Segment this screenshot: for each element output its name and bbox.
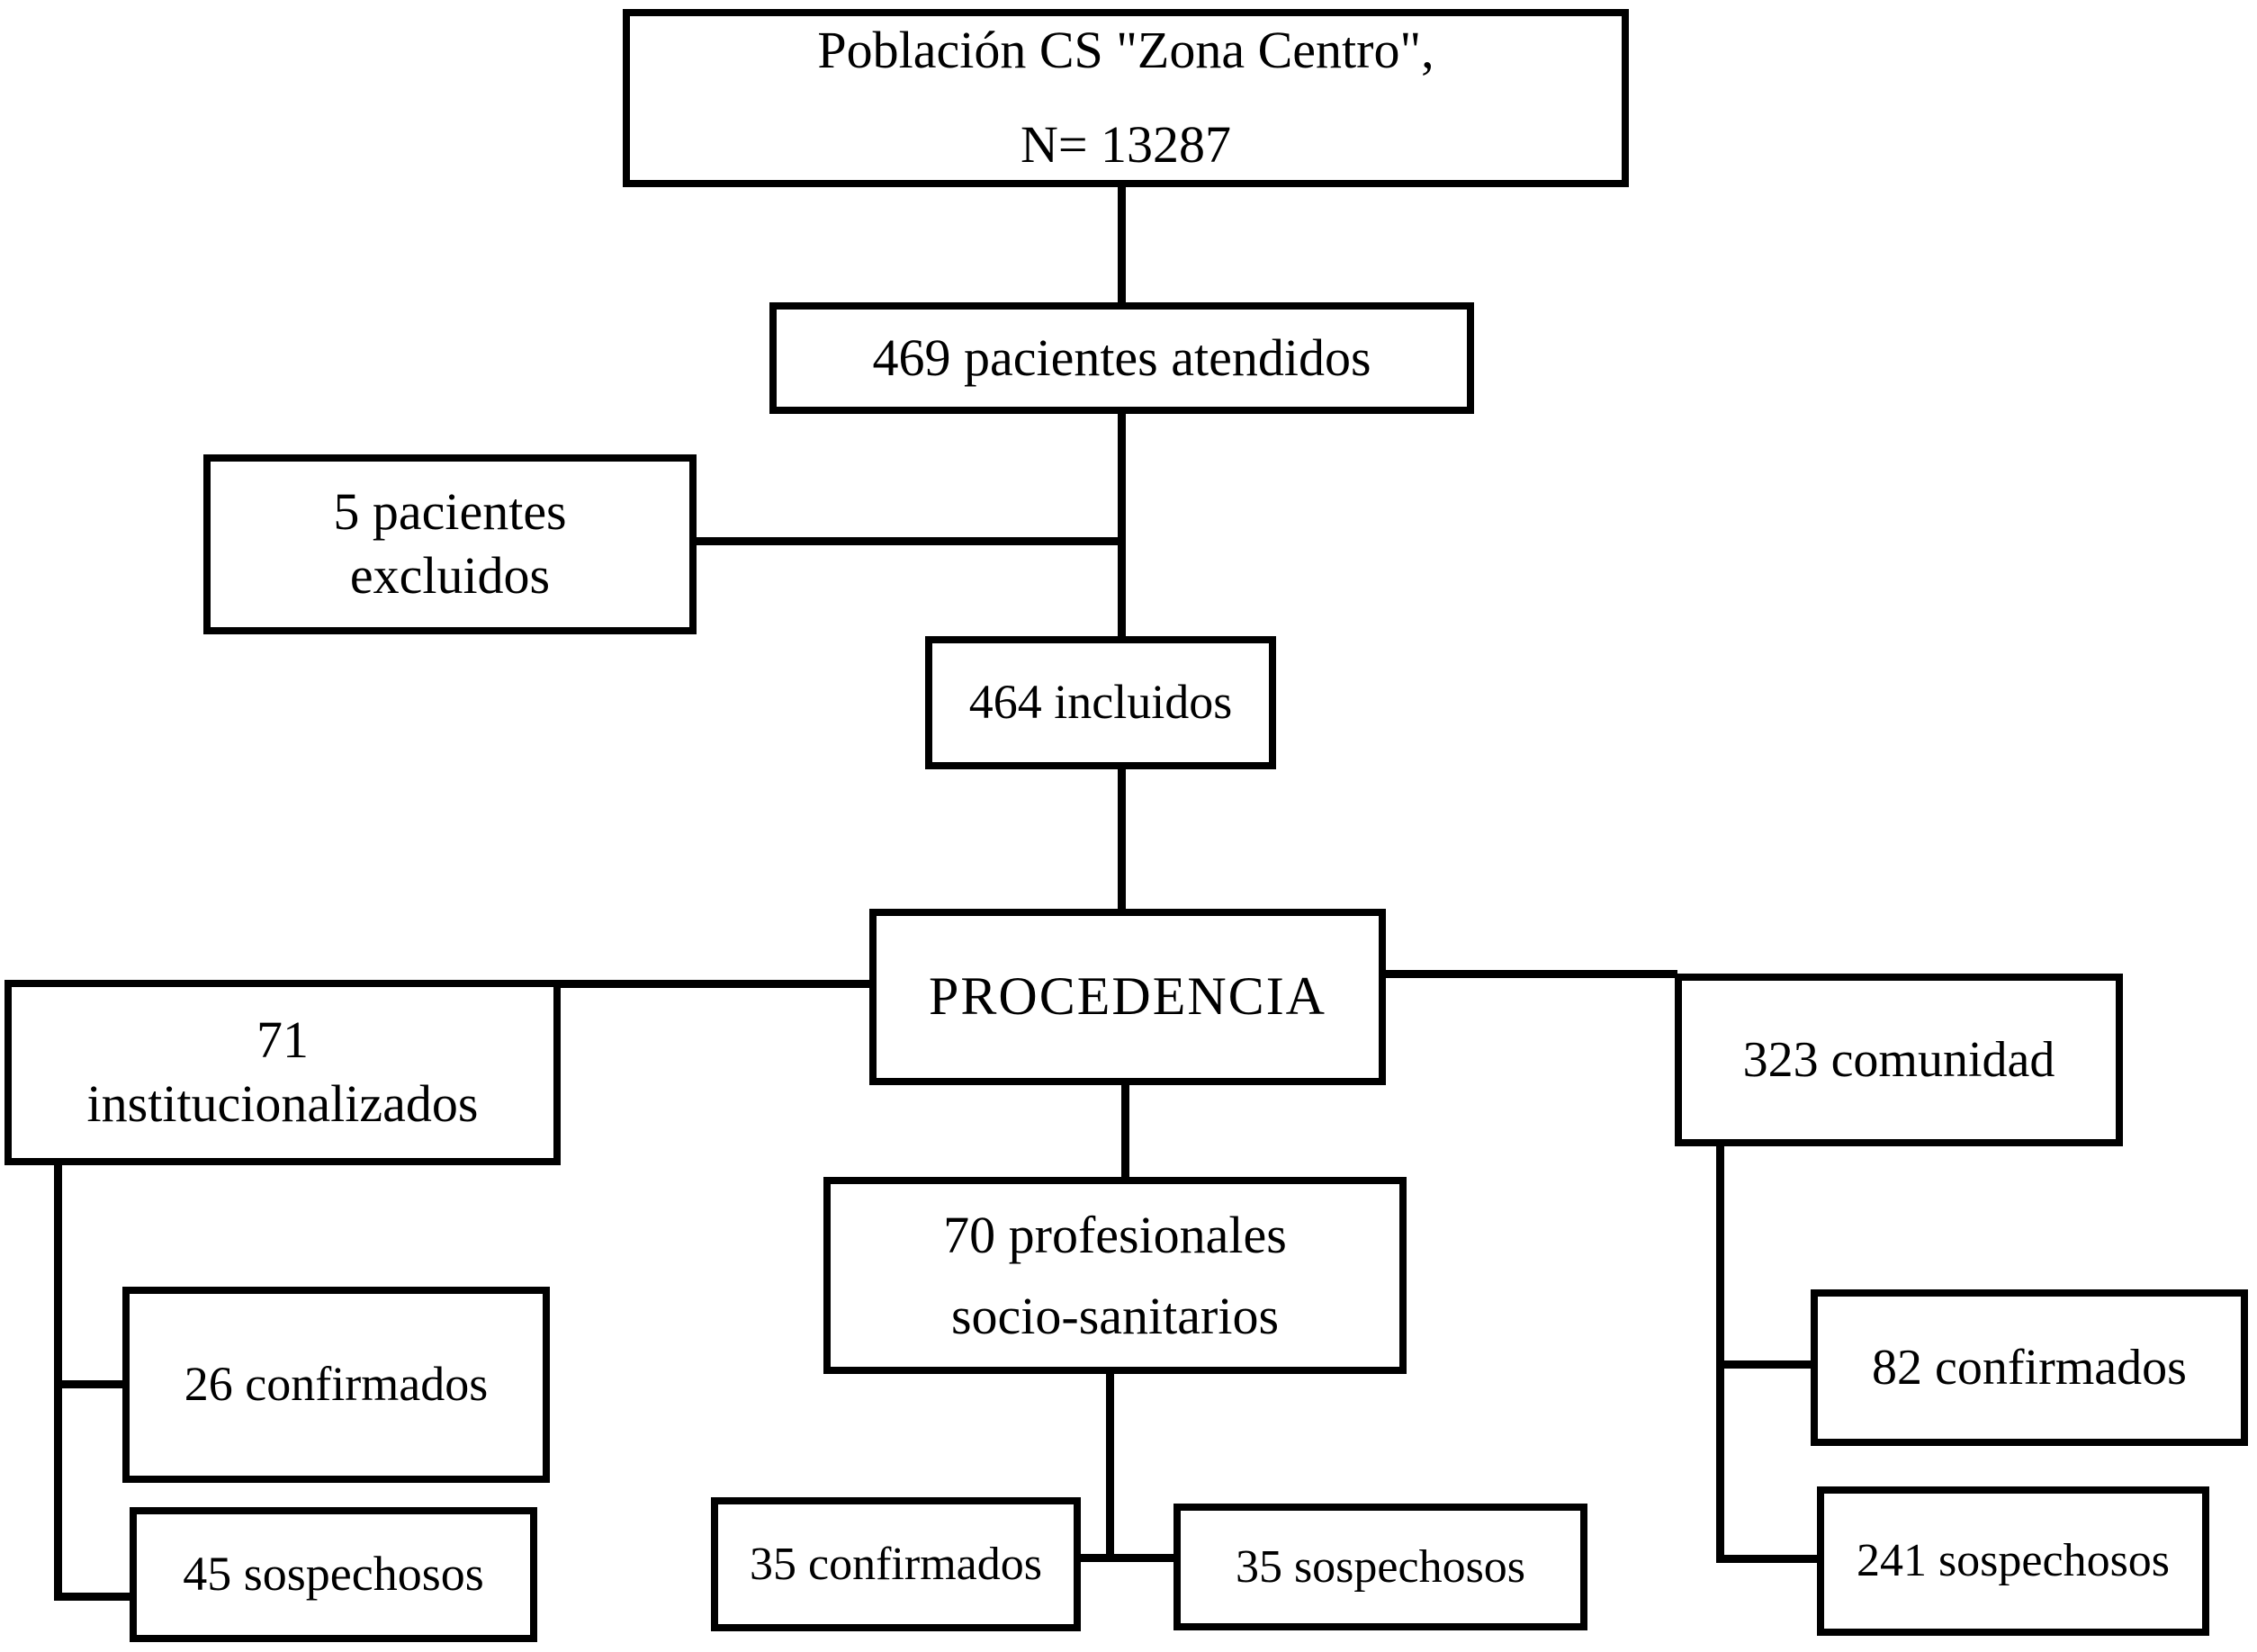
node-community: 323 comunidad (1675, 974, 2123, 1146)
patients-excluded-line2: excluidos (349, 546, 551, 605)
comm-suspected-label: 241 sospechosos (1856, 1535, 2171, 1587)
connector-procedencia-to-institutionalized (558, 980, 871, 988)
connector-stub-comm-confirmed (1716, 1360, 1812, 1369)
connector-attended-to-included (1118, 412, 1126, 638)
procedencia-label: PROCEDENCIA (928, 966, 1327, 1027)
connector-stub-comm-suspected (1716, 1555, 1819, 1563)
connector-included-to-procedencia (1118, 768, 1126, 911)
institutionalized-line1: 71 (256, 1010, 309, 1070)
professionals-line1: 70 profesionales (943, 1205, 1287, 1264)
node-comm-confirmed: 82 confirmados (1811, 1289, 2248, 1446)
connector-professionals-drop (1106, 1372, 1114, 1561)
node-prof-suspected: 35 sospechosos (1173, 1504, 1587, 1630)
connector-procedencia-to-professionals (1121, 1083, 1129, 1179)
connector-community-drop (1716, 1145, 1724, 1563)
node-population-title: Población CS "Zona Centro", N= 13287 (623, 9, 1629, 187)
inst-suspected-label: 45 sospechosos (183, 1547, 484, 1602)
connector-stub-inst-suspected (54, 1593, 131, 1601)
connector-procedencia-to-community (1382, 970, 1677, 978)
node-inst-confirmed: 26 confirmados (122, 1287, 550, 1483)
node-patients-excluded: 5 pacientes excluidos (203, 454, 697, 634)
node-institutionalized: 71 institucionalizados (4, 980, 561, 1165)
connector-title-to-attended (1118, 185, 1126, 304)
included-label: 464 incluidos (968, 675, 1233, 730)
node-prof-confirmed: 35 confirmados (711, 1497, 1081, 1631)
connector-stub-inst-confirmed (54, 1380, 124, 1388)
prof-suspected-label: 35 sospechosos (1235, 1540, 1526, 1593)
node-procedencia: PROCEDENCIA (869, 909, 1386, 1085)
node-included: 464 incluidos (925, 636, 1276, 769)
community-label: 323 comunidad (1742, 1031, 2055, 1088)
population-title-line2: N= 13287 (1020, 115, 1232, 174)
node-patients-attended: 469 pacientes atendidos (769, 302, 1474, 414)
patients-excluded-line1: 5 pacientes (333, 482, 567, 542)
professionals-line2: socio-sanitarios (950, 1286, 1280, 1345)
node-professionals: 70 profesionales socio-sanitarios (823, 1177, 1407, 1374)
comm-confirmed-label: 82 confirmados (1872, 1339, 2187, 1396)
patients-attended-label: 469 pacientes atendidos (872, 328, 1371, 387)
connector-prof-confirmed-suspected (1066, 1554, 1175, 1562)
node-comm-suspected: 241 sospechosos (1817, 1486, 2209, 1636)
population-title-line1: Población CS "Zona Centro", (817, 21, 1434, 80)
prof-confirmed-label: 35 confirmados (750, 1538, 1042, 1590)
node-inst-suspected: 45 sospechosos (130, 1507, 537, 1642)
inst-confirmed-label: 26 confirmados (184, 1357, 489, 1412)
connector-excluded-stub (695, 537, 1121, 545)
institutionalized-line2: institucionalizados (86, 1074, 479, 1133)
